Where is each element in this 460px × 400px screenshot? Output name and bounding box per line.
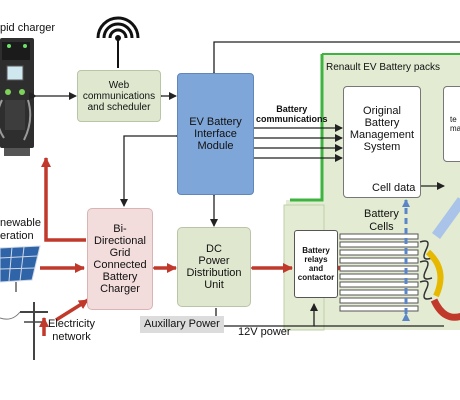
dc-distribution-box: DC Power Distribution Unit [177, 227, 251, 307]
power-connectors [39, 157, 343, 336]
web-scheduler-box: Web communications and scheduler [77, 70, 161, 122]
grid-charger-box: Bi- Directional Grid Connected Battery C… [87, 208, 153, 310]
twelve-volt-label: 12V power [238, 326, 291, 338]
electricity-network-label: Electricity network [48, 318, 96, 343]
signal-connectors [29, 41, 460, 327]
battery-cell-stack [339, 233, 419, 312]
interface-module-box: EV Battery Interface Module [177, 73, 254, 195]
solar-panel-icon [0, 245, 41, 292]
auxiliary-power-label: Auxillary Power [140, 316, 224, 333]
battery-comms-label: Battery communications [256, 104, 328, 125]
rapid-charger-label: pid charger [0, 22, 56, 34]
cell-data-label: Cell data [372, 182, 416, 194]
power-pylon-icon [0, 302, 48, 360]
renewable-label: newable eration [0, 217, 41, 242]
relays-contactor-box: Battery relays and contactor [294, 230, 338, 298]
battery-pack-label: Renault EV Battery packs [326, 62, 440, 73]
cut-off-box: te ma [443, 86, 460, 162]
rapid-charger-icon [0, 38, 34, 156]
cell-wiring [419, 197, 460, 321]
battery-cells-label: Battery Cells [364, 208, 399, 233]
antenna-icon [96, 16, 140, 68]
bms-box: Original Battery Management System [343, 86, 421, 198]
